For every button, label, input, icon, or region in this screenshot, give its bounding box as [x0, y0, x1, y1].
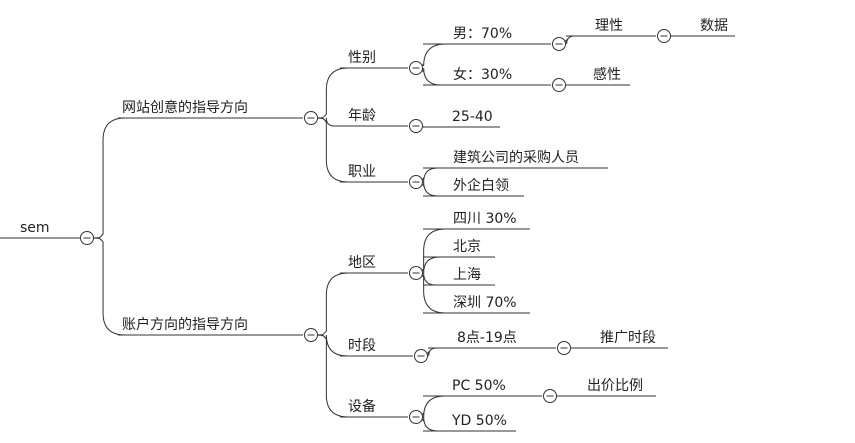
collapse-toggle-icon[interactable]	[409, 410, 423, 424]
node-device[interactable]: 设备	[340, 398, 423, 424]
node-label: 四川 30%	[453, 211, 517, 227]
node-label: PC 50%	[452, 378, 506, 394]
collapse-toggle-icon[interactable]	[409, 175, 423, 189]
node-label: 地区	[348, 255, 376, 271]
node-female[interactable]: 女：30%	[423, 66, 566, 92]
connector	[310, 67, 349, 119]
node-beijing[interactable]: 北京	[423, 239, 495, 258]
node-label: 数据	[700, 18, 728, 34]
connector	[415, 272, 446, 314]
node-shanghai[interactable]: 上海	[423, 267, 495, 286]
connector	[310, 272, 349, 336]
node-label: 职业	[348, 164, 376, 180]
node-rational[interactable]: 理性	[566, 18, 671, 43]
node-mobile[interactable]: YD 50%	[423, 413, 516, 432]
node-pc[interactable]: PC 50%	[423, 378, 557, 403]
node-label: 设备	[348, 398, 376, 415]
node-label: sem	[20, 220, 50, 236]
connector	[310, 334, 349, 418]
node-label: 推广时段	[600, 330, 656, 346]
collapse-toggle-icon[interactable]	[552, 37, 566, 51]
connector	[86, 117, 126, 239]
node-label: 25-40	[452, 109, 493, 125]
node-label: 账户方向的指导方向	[122, 316, 248, 333]
node-label: 女：30%	[453, 66, 512, 83]
node-emotional[interactable]: 感性	[566, 66, 630, 86]
node-website-creative[interactable]: 网站创意的指导方向	[118, 99, 318, 125]
node-male[interactable]: 男：70%	[423, 26, 566, 51]
node-sem[interactable]: sem	[0, 220, 94, 245]
node-label: 理性	[595, 18, 623, 34]
node-label: 年龄	[348, 108, 376, 124]
collapse-toggle-icon[interactable]	[414, 349, 428, 363]
node-label: 网站创意的指导方向	[122, 99, 248, 116]
connector	[415, 228, 446, 274]
node-label: 性别	[348, 50, 376, 66]
node-label: 男：70%	[453, 26, 512, 42]
collapse-toggle-icon[interactable]	[409, 119, 423, 133]
node-label: 建筑公司的采购人员	[453, 150, 579, 166]
node-label: 深圳 70%	[453, 295, 517, 311]
node-label: 感性	[593, 66, 621, 83]
collapse-toggle-icon[interactable]	[409, 266, 423, 280]
node-label: 外企白领	[453, 177, 509, 194]
collapse-toggle-icon[interactable]	[557, 341, 571, 355]
node-white-collar[interactable]: 外企白领	[423, 177, 524, 197]
collapse-toggle-icon[interactable]	[543, 389, 557, 403]
collapse-toggle-icon[interactable]	[552, 78, 566, 92]
node-data[interactable]: 数据	[671, 18, 735, 37]
node-promo-period[interactable]: 推广时段	[571, 330, 668, 349]
collapse-toggle-icon[interactable]	[80, 231, 94, 245]
node-label: 北京	[453, 239, 481, 255]
connector	[310, 117, 349, 183]
node-bid-ratio[interactable]: 出价比例	[557, 378, 656, 397]
node-shenzhen[interactable]: 深圳 70%	[423, 295, 530, 314]
collapse-toggle-icon[interactable]	[409, 61, 423, 75]
node-age[interactable]: 年龄	[340, 108, 423, 133]
node-gender[interactable]: 性别	[340, 50, 423, 75]
node-region[interactable]: 地区	[340, 255, 423, 280]
node-construction-buyer[interactable]: 建筑公司的采购人员	[423, 150, 608, 169]
node-hours[interactable]: 8点-19点	[428, 330, 571, 355]
collapse-toggle-icon[interactable]	[304, 328, 318, 342]
node-label: YD 50%	[451, 413, 507, 429]
node-sichuan[interactable]: 四川 30%	[423, 211, 530, 230]
node-label: 时段	[348, 338, 376, 354]
node-occupation[interactable]: 职业	[340, 164, 423, 189]
node-account-direction[interactable]: 账户方向的指导方向	[118, 316, 318, 342]
collapse-toggle-icon[interactable]	[304, 111, 318, 125]
node-label: 8点-19点	[457, 330, 517, 346]
node-age-range[interactable]: 25-40	[423, 109, 500, 128]
collapse-toggle-icon[interactable]	[657, 29, 671, 43]
node-label: 出价比例	[587, 378, 643, 394]
connector	[86, 237, 126, 336]
node-label: 上海	[453, 267, 481, 283]
node-time[interactable]: 时段	[340, 338, 428, 363]
